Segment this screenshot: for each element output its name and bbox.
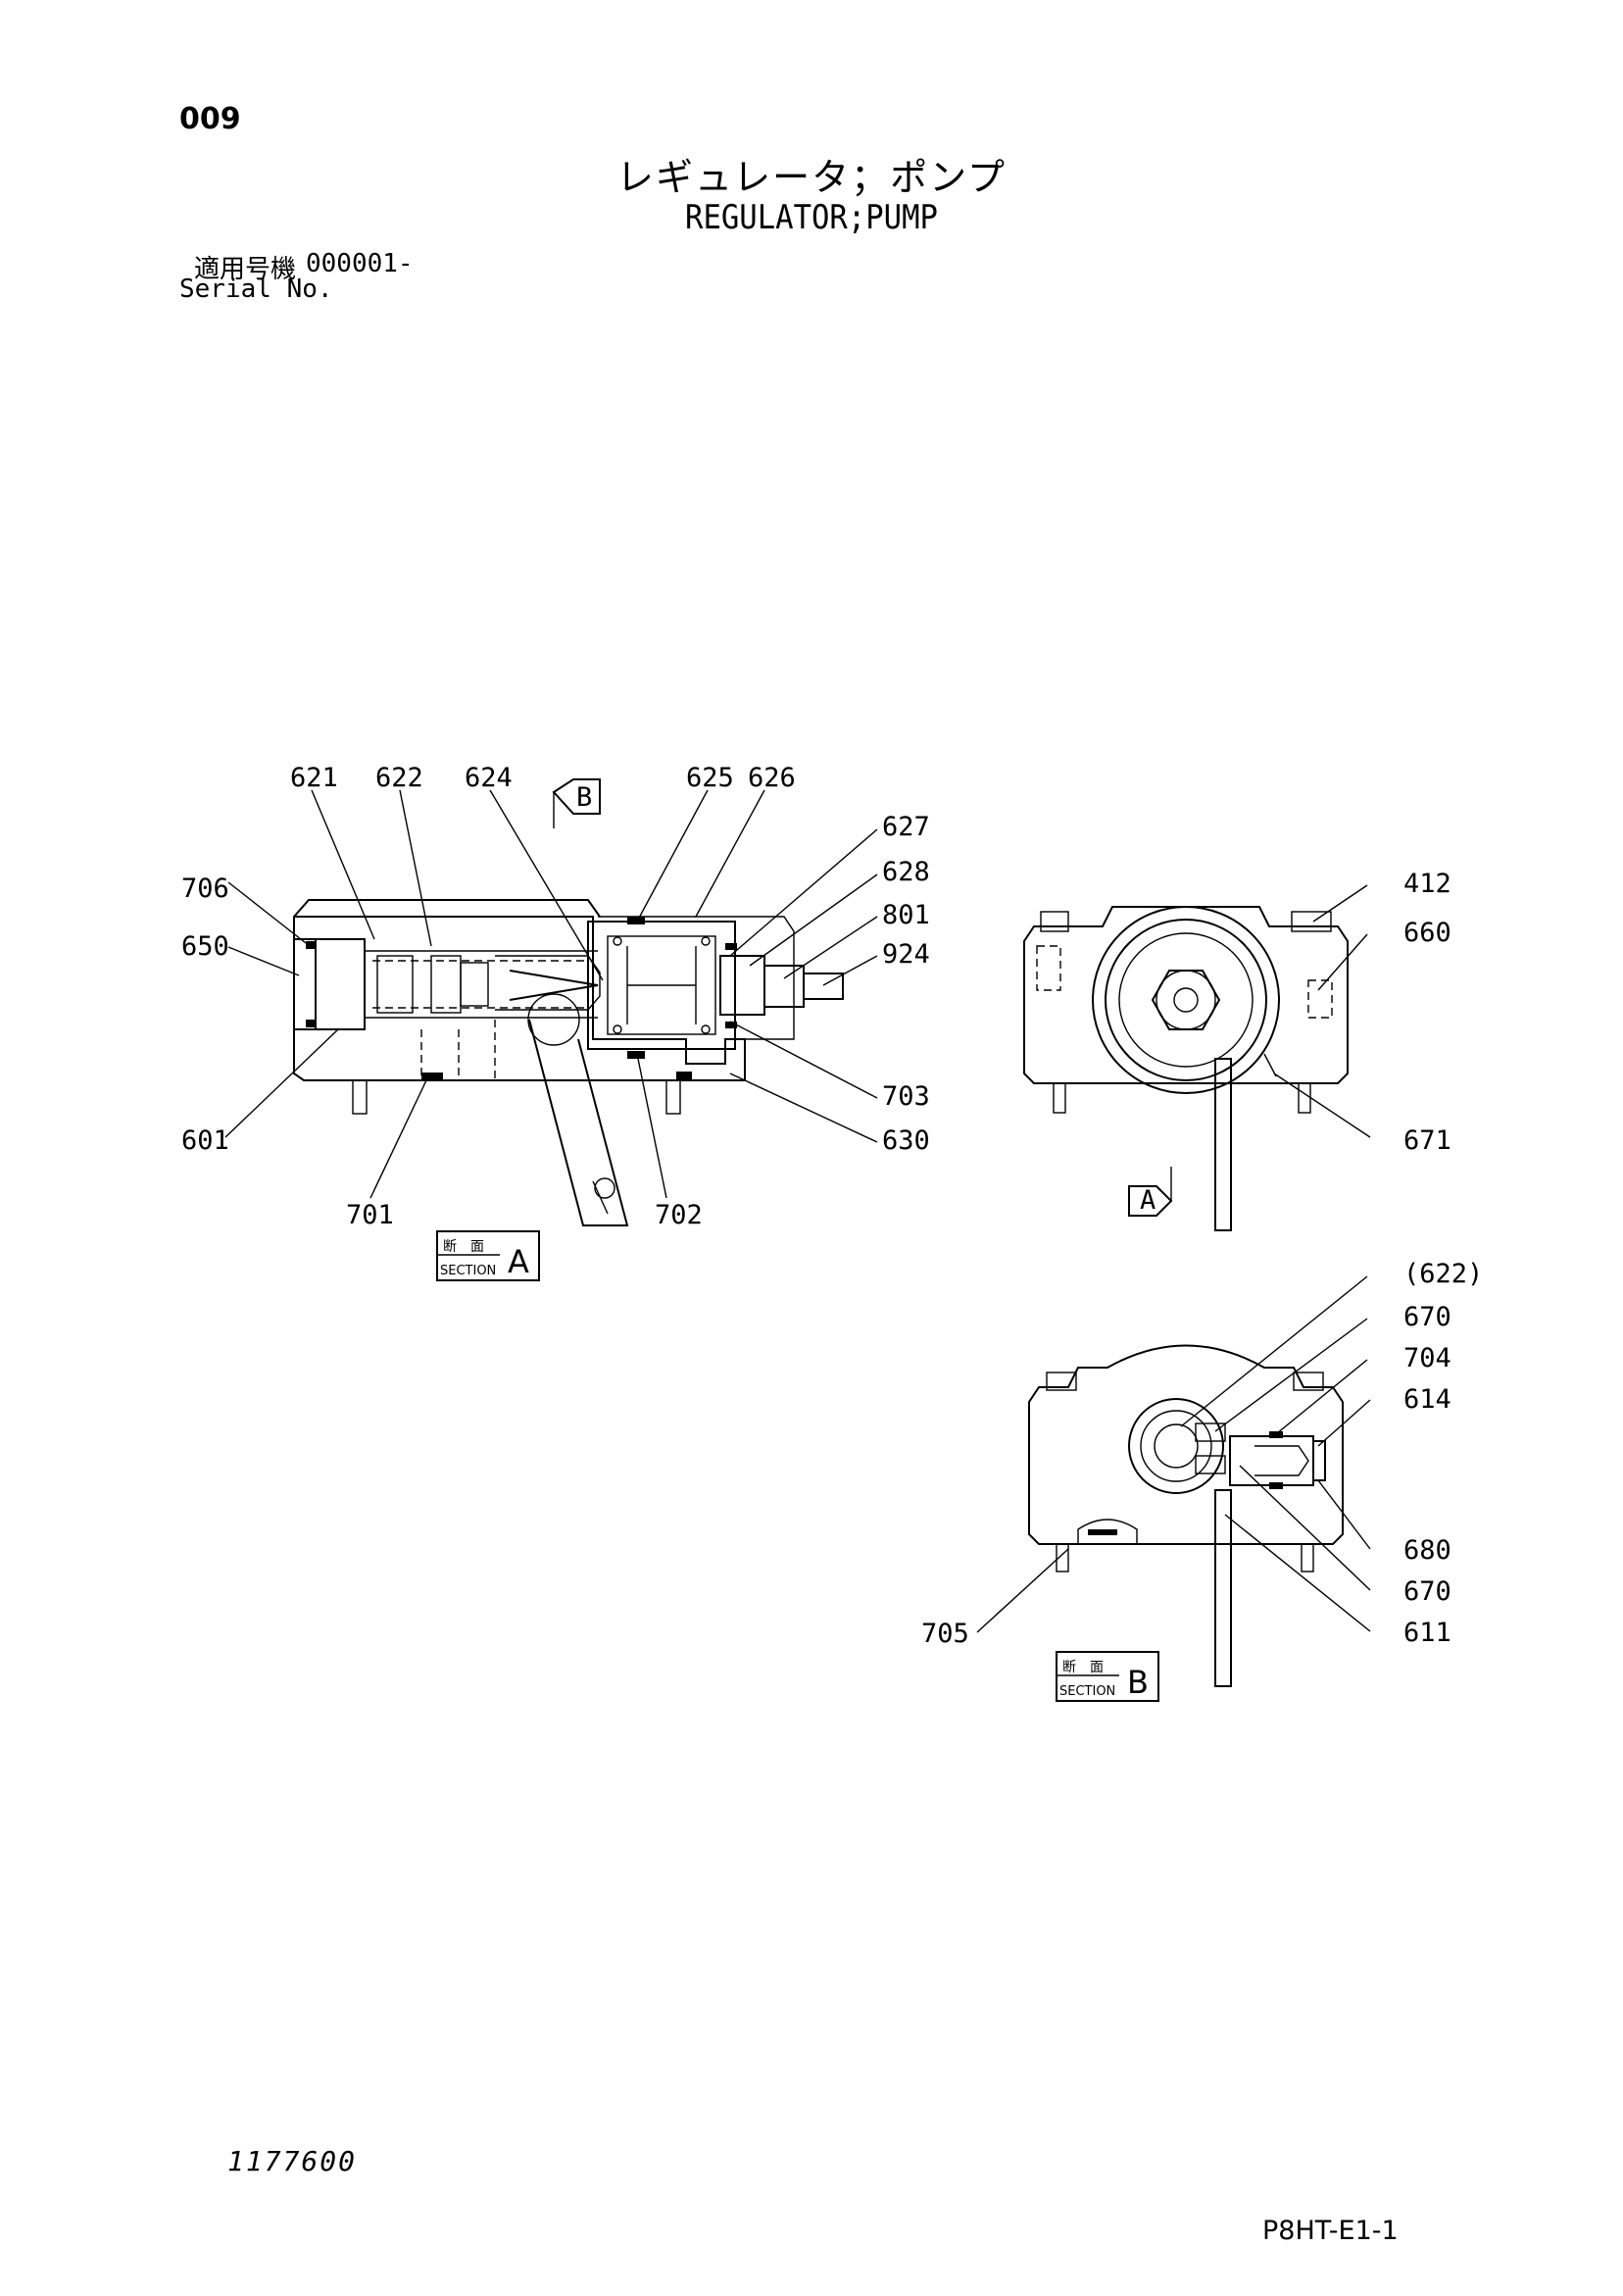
part-label-671: 671 (1403, 1125, 1451, 1156)
view-marker-b: B (576, 782, 592, 813)
section-a-word: SECTION (440, 1264, 496, 1278)
part-label-412: 412 (1403, 869, 1451, 899)
section-a-letter: A (508, 1243, 529, 1280)
part-label-601: 601 (181, 1125, 229, 1156)
part-label-630: 630 (882, 1125, 930, 1156)
page-title-japanese: レギュレータ；ポンプ (615, 156, 1008, 199)
part-label-680: 680 (1403, 1535, 1451, 1566)
section-b-word: SECTION (1059, 1684, 1115, 1699)
part-label-628: 628 (882, 857, 930, 887)
end-view (1023, 906, 1349, 1231)
view-marker-a: A (1140, 1185, 1156, 1216)
part-label-801: 801 (882, 900, 930, 930)
part-label-611: 611 (1403, 1618, 1451, 1648)
section-a-leaders (224, 789, 878, 1199)
part-label-660: 660 (1403, 918, 1451, 948)
part-label-650: 650 (181, 931, 229, 962)
part-label-627: 627 (882, 812, 930, 842)
page-title-english: REGULATOR;PUMP (685, 198, 938, 237)
end-view-leaders (1273, 884, 1371, 1138)
part-label-704: 704 (1403, 1343, 1451, 1373)
section-b-label-box (1056, 1651, 1159, 1702)
part-label-621: 621 (290, 763, 338, 793)
section-b-leaders (976, 1275, 1371, 1633)
part-label-706: 706 (181, 873, 229, 904)
part-label-670-upper: 670 (1403, 1302, 1451, 1332)
section-a-view (293, 778, 844, 1226)
part-label-625: 625 (686, 763, 734, 793)
part-label-622-ref: (622) (1403, 1259, 1483, 1289)
part-label-705: 705 (921, 1619, 969, 1649)
serial-number-range: 000001- (306, 249, 414, 278)
section-a-kanji: 断 面 (443, 1239, 484, 1255)
part-label-702: 702 (655, 1200, 703, 1230)
section-b-letter: B (1127, 1664, 1149, 1701)
part-label-622: 622 (375, 763, 423, 793)
part-label-624: 624 (465, 763, 513, 793)
part-label-614: 614 (1403, 1384, 1451, 1415)
part-label-626: 626 (748, 763, 796, 793)
section-b-view (1028, 1344, 1344, 1687)
sheet-code: P8HT-E1-1 (1262, 2216, 1399, 2246)
page-number: 009 (179, 102, 241, 136)
serial-label-japanese: 適用号機 (194, 255, 297, 284)
part-label-924: 924 (882, 939, 930, 970)
drawing-number: 1177600 (227, 2145, 358, 2177)
part-label-670-lower: 670 (1403, 1576, 1451, 1607)
section-b-kanji: 断 面 (1062, 1660, 1104, 1675)
part-label-703: 703 (882, 1081, 930, 1112)
part-label-701: 701 (346, 1200, 394, 1230)
section-a-label-box (436, 1230, 540, 1281)
serial-label-english: Serial No. (179, 275, 333, 304)
